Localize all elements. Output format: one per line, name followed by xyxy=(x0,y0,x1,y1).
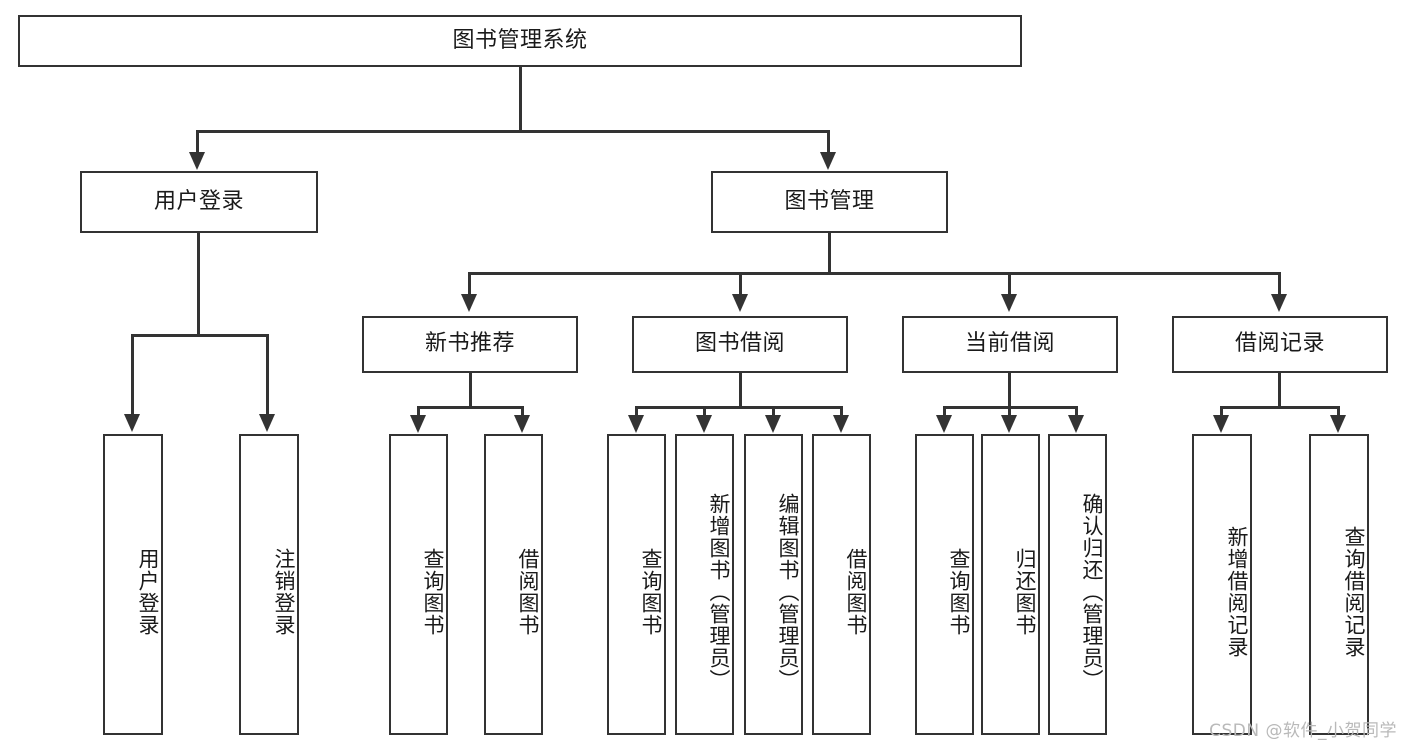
edge-user-login-to-leaf-1 xyxy=(131,334,134,416)
edge-book-borrow-to-leaf-3 xyxy=(772,406,775,418)
node-user-login[interactable]: 用户登录 xyxy=(80,171,318,233)
arrow-book-borrow-to-leaf-1 xyxy=(628,415,644,433)
node-label: 归还图书 xyxy=(1013,547,1037,636)
csdn-watermark: CSDN @软件_小贺同学 xyxy=(1209,721,1397,741)
arrow-borrow-record-to-leaf-2 xyxy=(1330,415,1346,433)
node-book-management[interactable]: 图书管理 xyxy=(711,171,948,233)
arrow-user-login-to-leaf-2 xyxy=(259,414,275,432)
arrow-user-login-to-leaf-1 xyxy=(124,414,140,432)
arrow-borrow-record-to-leaf-1 xyxy=(1213,415,1229,433)
node-label: 用户登录 xyxy=(153,188,244,214)
node-label: 借阅记录 xyxy=(1234,331,1325,357)
leaf-book-borrow-1[interactable]: 查询图书 xyxy=(607,434,666,735)
leaf-current-borrow-2[interactable]: 归还图书 xyxy=(981,434,1040,735)
edge-current-borrow-to-leaf-3 xyxy=(1075,406,1078,418)
edge-book-borrow-stem xyxy=(739,373,742,408)
edge-book-manage-bus xyxy=(468,272,1281,275)
leaf-current-borrow-1[interactable]: 查询图书 xyxy=(915,434,974,735)
node-new-book-recommend[interactable]: 新书推荐 xyxy=(362,316,578,373)
arrow-book-manage-to-l3-4 xyxy=(1271,294,1287,312)
edge-root-stem xyxy=(519,67,522,132)
node-current-borrow[interactable]: 当前借阅 xyxy=(902,316,1118,373)
node-book-borrow[interactable]: 图书借阅 xyxy=(632,316,848,373)
edge-book-manage-to-l3-1 xyxy=(468,272,471,296)
node-label: 新书推荐 xyxy=(424,331,515,357)
node-label: 新增借阅记录 xyxy=(1225,525,1249,658)
edge-new-book-bus xyxy=(417,406,524,409)
edge-book-borrow-to-leaf-2 xyxy=(703,406,706,418)
edge-book-manage-to-l3-4 xyxy=(1278,272,1281,296)
arrow-book-manage-to-l3-1 xyxy=(461,294,477,312)
arrow-book-borrow-to-leaf-2 xyxy=(696,415,712,433)
edge-current-borrow-stem xyxy=(1008,373,1011,408)
arrow-book-manage-to-l3-2 xyxy=(732,294,748,312)
leaf-new-book-1[interactable]: 查询图书 xyxy=(389,434,448,735)
node-label: 借阅图书 xyxy=(516,547,540,636)
node-label: 图书借阅 xyxy=(694,331,785,357)
node-label: 查询图书 xyxy=(947,547,971,636)
edge-book-manage-to-l3-2 xyxy=(739,272,742,296)
leaf-borrow-record-1[interactable]: 新增借阅记录 xyxy=(1192,434,1252,735)
edge-new-book-stem xyxy=(469,373,472,408)
node-label: 查询借阅记录 xyxy=(1342,525,1366,658)
edge-borrow-record-stem xyxy=(1278,373,1281,408)
edge-book-borrow-to-leaf-1 xyxy=(635,406,638,418)
arrow-book-borrow-to-leaf-4 xyxy=(833,415,849,433)
edge-current-borrow-to-leaf-1 xyxy=(943,406,946,418)
leaf-current-borrow-3[interactable]: 确认归还（管理员） xyxy=(1048,434,1107,735)
arrow-root-to-user-login xyxy=(189,152,205,170)
edge-root-to-book-manage xyxy=(827,130,830,154)
edge-current-borrow-to-leaf-2 xyxy=(1008,406,1011,418)
edge-borrow-record-bus xyxy=(1220,406,1340,409)
node-label: 确认归还（管理员） xyxy=(1080,492,1104,691)
arrow-current-borrow-to-leaf-1 xyxy=(936,415,952,433)
arrow-book-borrow-to-leaf-3 xyxy=(765,415,781,433)
arrow-new-book-to-leaf-2 xyxy=(514,415,530,433)
node-label: 图书管理 xyxy=(784,188,875,214)
leaf-user-login-2[interactable]: 注销登录 xyxy=(239,434,299,735)
node-label: 图书管理系统 xyxy=(452,27,588,53)
leaf-borrow-record-2[interactable]: 查询借阅记录 xyxy=(1309,434,1369,735)
arrow-current-borrow-to-leaf-3 xyxy=(1068,415,1084,433)
node-borrow-record[interactable]: 借阅记录 xyxy=(1172,316,1388,373)
leaf-book-borrow-4[interactable]: 借阅图书 xyxy=(812,434,871,735)
node-system-root[interactable]: 图书管理系统 xyxy=(18,15,1022,67)
edge-root-to-user-login xyxy=(196,130,199,154)
node-label: 借阅图书 xyxy=(844,547,868,636)
arrow-book-manage-to-l3-3 xyxy=(1001,294,1017,312)
edge-user-login-bus xyxy=(131,334,268,337)
edge-book-borrow-to-leaf-4 xyxy=(840,406,843,418)
edge-book-manage-stem xyxy=(828,233,831,275)
node-label: 注销登录 xyxy=(272,547,296,636)
arrow-new-book-to-leaf-1 xyxy=(410,415,426,433)
arrow-current-borrow-to-leaf-2 xyxy=(1001,415,1017,433)
edge-new-book-to-leaf-1 xyxy=(417,406,420,418)
node-label: 查询图书 xyxy=(421,547,445,636)
edge-new-book-to-leaf-2 xyxy=(521,406,524,418)
arrow-root-to-book-manage xyxy=(820,152,836,170)
node-label: 新增图书（管理员） xyxy=(707,492,731,691)
node-label: 用户登录 xyxy=(136,547,160,636)
leaf-book-borrow-2[interactable]: 新增图书（管理员） xyxy=(675,434,734,735)
edge-user-login-stem xyxy=(197,233,200,336)
leaf-book-borrow-3[interactable]: 编辑图书（管理员） xyxy=(744,434,803,735)
leaf-user-login-1[interactable]: 用户登录 xyxy=(103,434,163,735)
edge-borrow-record-to-leaf-2 xyxy=(1337,406,1340,418)
edge-book-manage-to-l3-3 xyxy=(1008,272,1011,296)
leaf-new-book-2[interactable]: 借阅图书 xyxy=(484,434,543,735)
node-label: 当前借阅 xyxy=(964,331,1055,357)
node-label: 查询图书 xyxy=(639,547,663,636)
edge-book-borrow-bus xyxy=(635,406,843,409)
edge-root-bus xyxy=(196,130,830,133)
node-label: 编辑图书（管理员） xyxy=(776,492,800,691)
edge-borrow-record-to-leaf-1 xyxy=(1220,406,1223,418)
edge-user-login-to-leaf-2 xyxy=(266,334,269,416)
